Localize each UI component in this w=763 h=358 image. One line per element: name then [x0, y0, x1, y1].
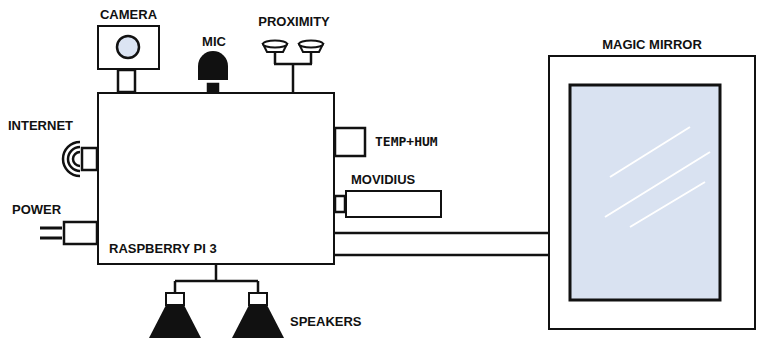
connector: [335, 233, 548, 255]
part-label: PROXIMITY: [250, 14, 338, 30]
magic-mirror-icon: [550, 57, 754, 328]
movidius-stick: MOVIDIUS: [345, 190, 442, 218]
part-label: MAGIC MIRROR: [602, 37, 702, 53]
temp-hum-sensor: TEMP+HUM: [365, 128, 456, 156]
connector: [118, 70, 135, 92]
camera-box: CAMERA: [97, 25, 160, 70]
part-label: RASPBERRY PI 3: [109, 241, 217, 257]
power-plug: POWER: [12, 202, 64, 244]
connector: [82, 148, 97, 170]
part-label: MIC: [194, 34, 234, 50]
camera-box-icon: [99, 27, 158, 68]
connector: [175, 265, 258, 292]
connector: [208, 84, 218, 92]
proximity-sensors: PROXIMITY: [250, 14, 338, 72]
part-label: INTERNET: [8, 118, 82, 134]
connector: [335, 196, 345, 212]
connector: [292, 72, 295, 92]
internet-link: INTERNET: [8, 118, 82, 172]
connector: [335, 128, 365, 156]
connector: [64, 222, 97, 244]
magic-mirror: MAGIC MIRROR: [548, 55, 756, 330]
part-label: TEMP+HUM: [365, 128, 456, 156]
part-label: SPEAKERS: [290, 314, 362, 330]
part-label: POWER: [12, 202, 64, 218]
part-label: CAMERA: [100, 7, 157, 23]
speakers-pair: SPEAKERS: [140, 292, 380, 344]
raspberry-pi-board: RASPBERRY PI 3: [97, 92, 335, 265]
mic-icon: MIC: [194, 34, 234, 84]
part-label: MOVIDIUS: [351, 172, 415, 188]
